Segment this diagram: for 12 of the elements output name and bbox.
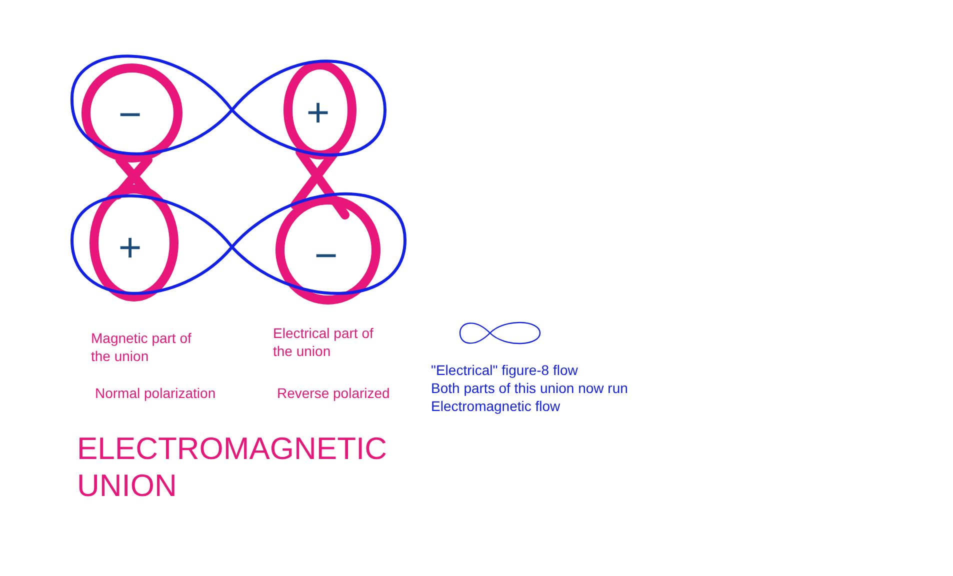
part-label: Magnetic part of the union — [91, 329, 192, 365]
caption-heading: ELECTROMAGNETIC UNION — [77, 430, 388, 504]
minus-sign: − — [117, 95, 143, 135]
polarization-label: Reverse polarized — [277, 384, 390, 402]
note-text: Electromagnetic flow — [431, 397, 560, 415]
note-text: "Electrical" figure-8 flow — [431, 361, 578, 379]
minus-sign: − — [313, 236, 339, 276]
part-label: Electrical part of the union — [273, 324, 374, 360]
polarization-label: Normal polarization — [95, 384, 216, 402]
plus-sign: + — [117, 228, 143, 268]
plus-sign: + — [305, 93, 331, 133]
note-text: Both parts of this union now run — [431, 379, 628, 397]
